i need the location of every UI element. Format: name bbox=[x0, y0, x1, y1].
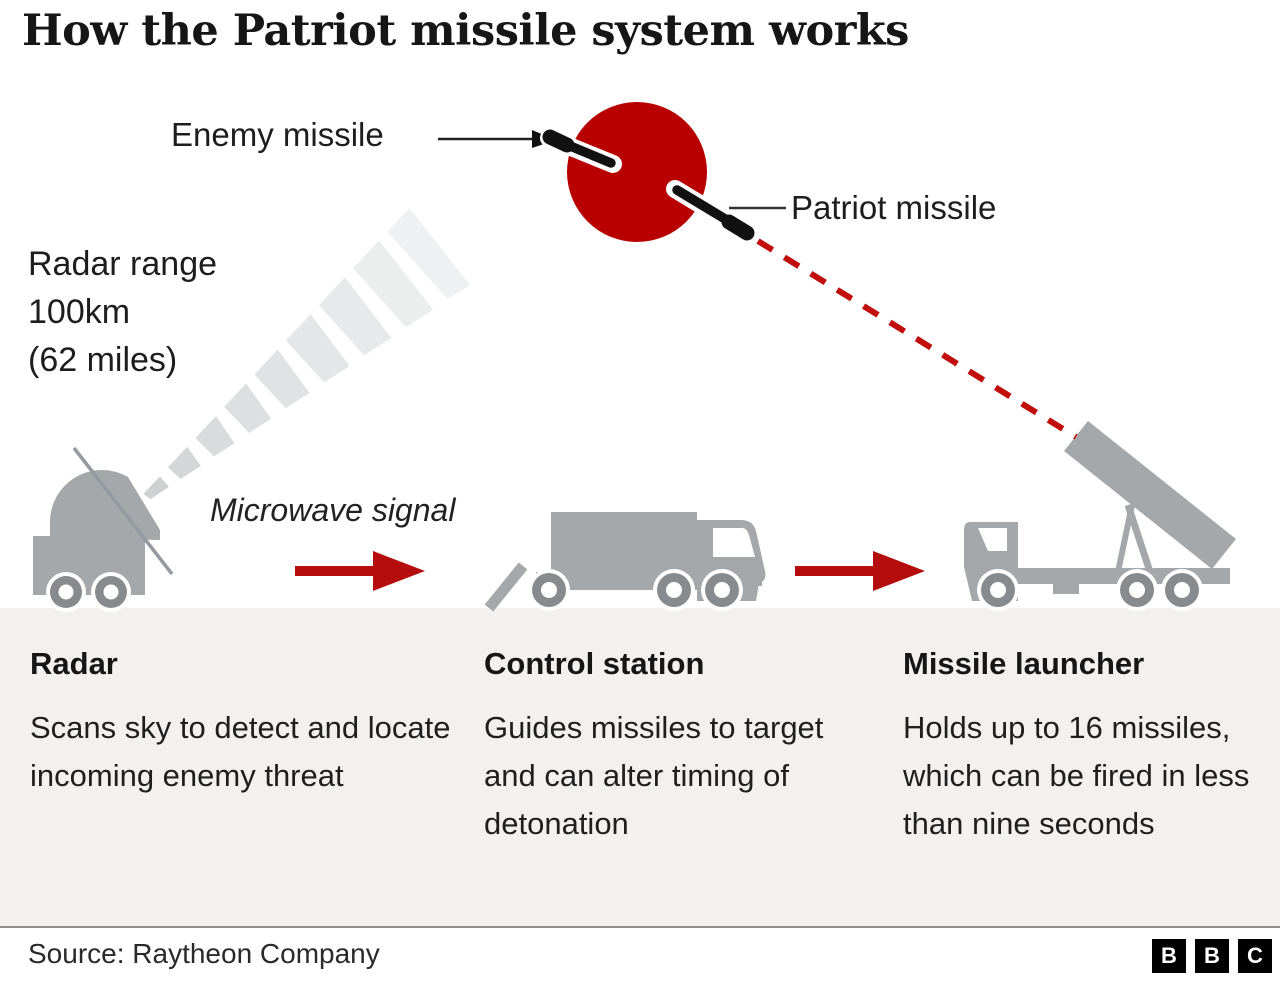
radar-heading: Radar bbox=[30, 646, 118, 681]
control-station-description: Guides missiles to target and can alter … bbox=[484, 710, 824, 841]
wheel-icon bbox=[1161, 569, 1203, 611]
page-title: How the Patriot missile system works bbox=[22, 6, 909, 56]
patriot-missile-icon bbox=[666, 180, 755, 241]
bbc-logo: B B C bbox=[1152, 939, 1272, 973]
wheel-icon bbox=[977, 569, 1019, 611]
enemy-missile-icon bbox=[540, 129, 622, 173]
microwave-signal-label: Microwave signal bbox=[210, 492, 456, 528]
control-station-column: Control station Guides missiles to targe… bbox=[484, 644, 879, 848]
control-station-heading: Control station bbox=[484, 646, 705, 681]
enemy-direction-arrowhead-icon bbox=[532, 130, 556, 148]
bbc-logo-block: B bbox=[1195, 939, 1229, 973]
missile-launcher-heading: Missile launcher bbox=[903, 646, 1145, 681]
wheel-icon bbox=[701, 569, 743, 611]
radar-description: Scans sky to detect and locate incoming … bbox=[30, 710, 451, 793]
patriot-missile-label: Patriot missile bbox=[791, 189, 997, 226]
red-arrow-icon bbox=[295, 551, 425, 591]
enemy-missile-label: Enemy missile bbox=[171, 116, 384, 153]
wheel-icon bbox=[653, 569, 695, 611]
explainer-panel-background bbox=[0, 608, 1280, 928]
wheel-icon bbox=[528, 569, 570, 611]
wheel-icon bbox=[91, 572, 131, 612]
footer: Source: Raytheon Company B B C bbox=[0, 926, 1280, 982]
red-arrow-icon bbox=[795, 551, 925, 591]
source-attribution: Source: Raytheon Company bbox=[28, 938, 380, 969]
missile-launcher-truck-icon bbox=[964, 421, 1236, 611]
wheel-icon bbox=[46, 572, 86, 612]
bbc-logo-block: C bbox=[1238, 939, 1272, 973]
missile-launcher-description: Holds up to 16 missiles, which can be fi… bbox=[903, 710, 1250, 841]
radar-truck-icon bbox=[33, 446, 174, 612]
radar-range-label: Radar range 100km (62 miles) bbox=[28, 245, 218, 379]
control-station-truck-icon bbox=[484, 512, 766, 612]
trajectory-dashed-line bbox=[756, 238, 1078, 440]
bbc-logo-block: B bbox=[1152, 939, 1186, 973]
explosion-icon bbox=[567, 102, 707, 242]
missile-launcher-column: Missile launcher Holds up to 16 missiles… bbox=[903, 644, 1271, 848]
radar-column: Radar Scans sky to detect and locate inc… bbox=[30, 644, 460, 800]
wheel-icon bbox=[1116, 569, 1158, 611]
